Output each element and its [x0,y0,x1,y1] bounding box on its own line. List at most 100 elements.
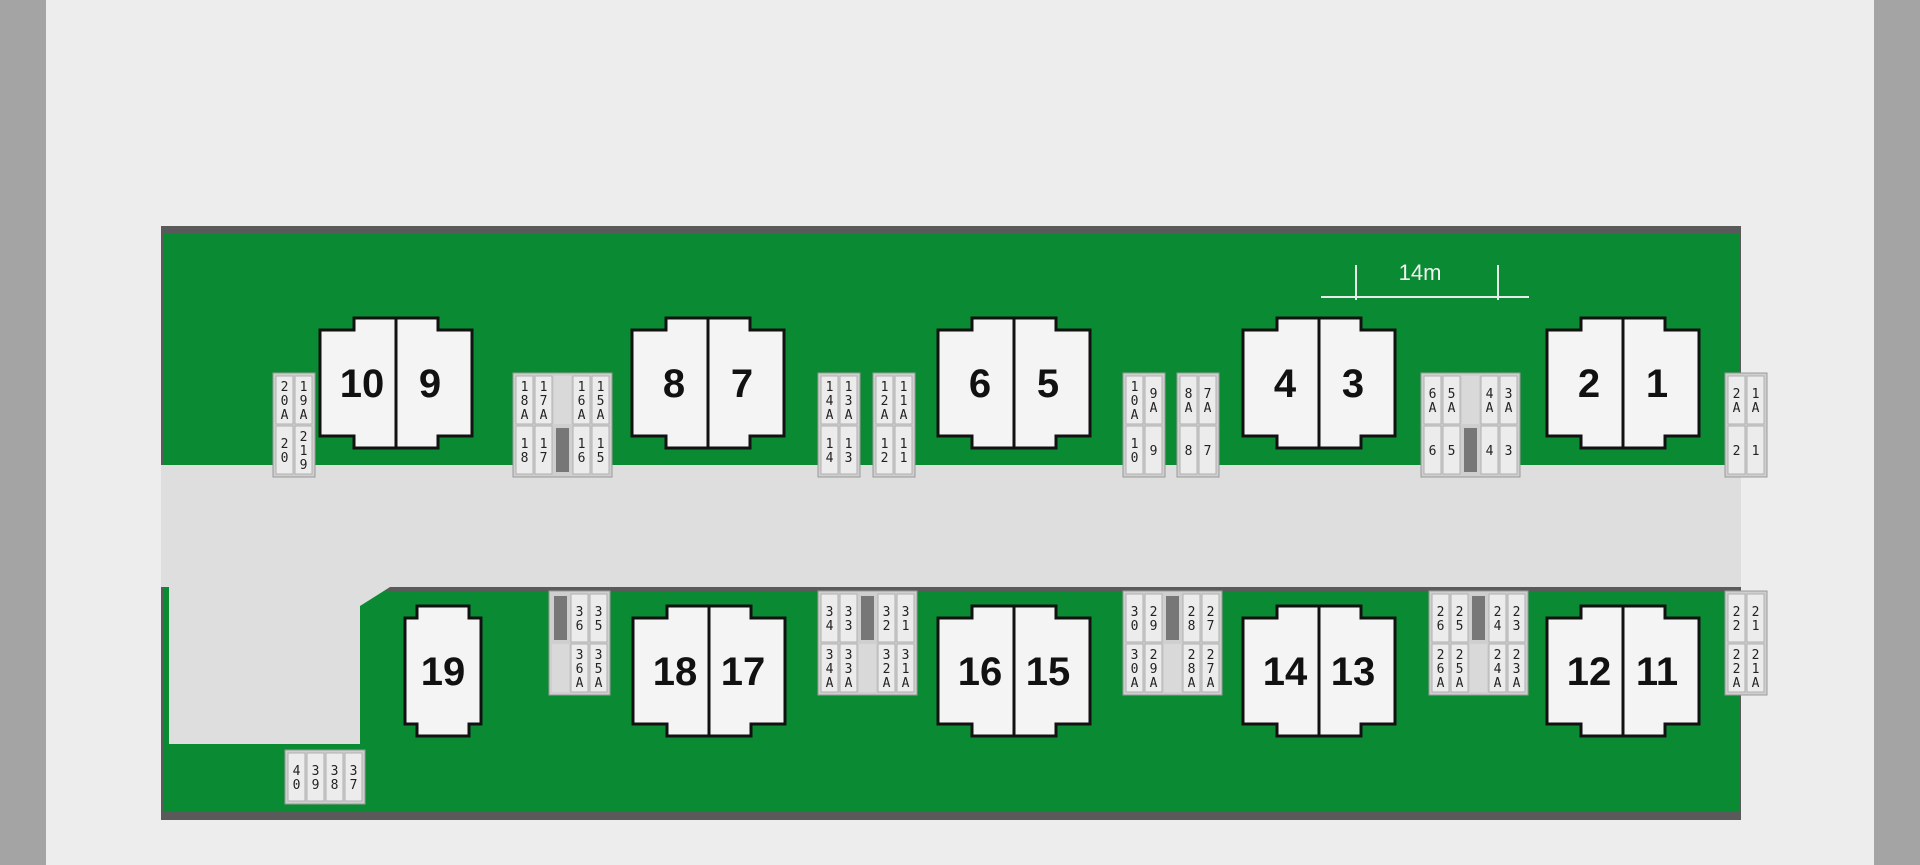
parking-space [325,752,344,802]
parking-space [1125,375,1144,425]
building: 12 11 [1545,604,1701,738]
parking-space-label: A [1448,401,1456,416]
parking-space-label: 3 [1513,619,1521,634]
parking-space-label: 2 [1437,605,1445,620]
parking-space-label: 1 [597,437,605,452]
parking-space [877,593,896,643]
parking-space [570,643,589,693]
parking-space-label: 6 [576,662,584,677]
parking-space-label: 3 [845,451,853,466]
parking-space-label: 9 [1150,662,1158,677]
parking-space-label: 2 [1494,648,1502,663]
parking-space-label: 1 [521,437,529,452]
parking-space [306,752,325,802]
parking-space [1125,425,1144,475]
parking-space-label: 2 [883,662,891,677]
parking-space-label: 6 [1429,444,1437,459]
parking-space [896,643,915,693]
access-road-branch [169,587,390,744]
parking-space [1499,375,1518,425]
lot-number: 14 [1263,650,1308,694]
parking-space-label: A [1513,676,1521,691]
parking-space-label: 2 [281,380,289,395]
parking-space-label: 1 [1131,380,1139,395]
parking-space-label: 2 [1733,662,1741,677]
parking-gap [1470,644,1487,692]
parking-space [572,425,591,475]
parking-space [1179,375,1198,425]
parking-space [894,425,913,475]
building-unit [394,316,474,450]
parking-space-label: 5 [595,662,603,677]
parking-space-label: A [1204,401,1212,416]
parking-space [570,593,589,643]
parking-space-label: 6 [578,394,586,409]
parking-space-label: 0 [1131,394,1139,409]
lot-number: 11 [1636,650,1678,694]
parking-space-label: 3 [845,394,853,409]
parking-space-label: 3 [331,764,339,779]
parking-space-label: 3 [1513,662,1521,677]
parking-space-label: 3 [845,619,853,634]
lot-number: 17 [721,650,766,694]
parking-space-label: A [1733,401,1741,416]
parking-space-label: 4 [826,451,834,466]
parking-space-label: 3 [1505,387,1513,402]
parking-space [591,425,610,475]
parking-space [1423,375,1442,425]
parking-space [1198,425,1217,475]
parking-space-label: 7 [1204,387,1212,402]
parking-space-label: 2 [1207,605,1215,620]
parking-space-label: A [1207,676,1215,691]
parking-space [1450,643,1469,693]
parking-space [1144,643,1163,693]
parking-gap [1164,644,1181,692]
parking-space [1201,643,1220,693]
parking-space-label: 5 [597,451,605,466]
parking-space-label: A [1131,676,1139,691]
building: 19 [403,604,483,738]
parking-space [839,643,858,693]
parking-space-label: 5 [1448,444,1456,459]
parking-space-label: 7 [540,394,548,409]
parking-space-label: 1 [597,380,605,395]
parking-space-label: A [826,676,834,691]
parking-space-label: 2 [1207,648,1215,663]
parking-space [1507,643,1526,693]
parking-space-label: 4 [1494,619,1502,634]
parking-space [1727,643,1746,693]
parking-space [1144,593,1163,643]
parking-space-label: A [1188,676,1196,691]
parking-space [1423,425,1442,475]
lot-number: 12 [1567,650,1612,694]
lot-number: 4 [1274,362,1297,406]
parking-space [1125,593,1144,643]
lot-number: 8 [663,362,685,406]
parking-space-label: 3 [902,648,910,663]
parking-space-label: 4 [826,619,834,634]
parking-space-label: 9 [312,778,320,793]
parking-space-label: 7 [1207,662,1215,677]
parking-space [1488,593,1507,643]
parking-space-label: 2 [300,430,308,445]
parking-space-label: 4 [1494,662,1502,677]
parking-space [515,425,534,475]
parking-space-label: 0 [281,394,289,409]
parking-space-label: A [826,408,834,423]
parking-space-label: A [1733,676,1741,691]
parking-space-label: 2 [1150,605,1158,620]
parking-space-label: 6 [1437,619,1445,634]
utility-box [556,428,569,472]
parking-space [839,593,858,643]
parking-space-label: A [1494,676,1502,691]
parking-space-label: A [1150,676,1158,691]
parking-space-label: A [881,408,889,423]
building-unit [1621,604,1701,738]
parking-space-label: A [281,408,289,423]
